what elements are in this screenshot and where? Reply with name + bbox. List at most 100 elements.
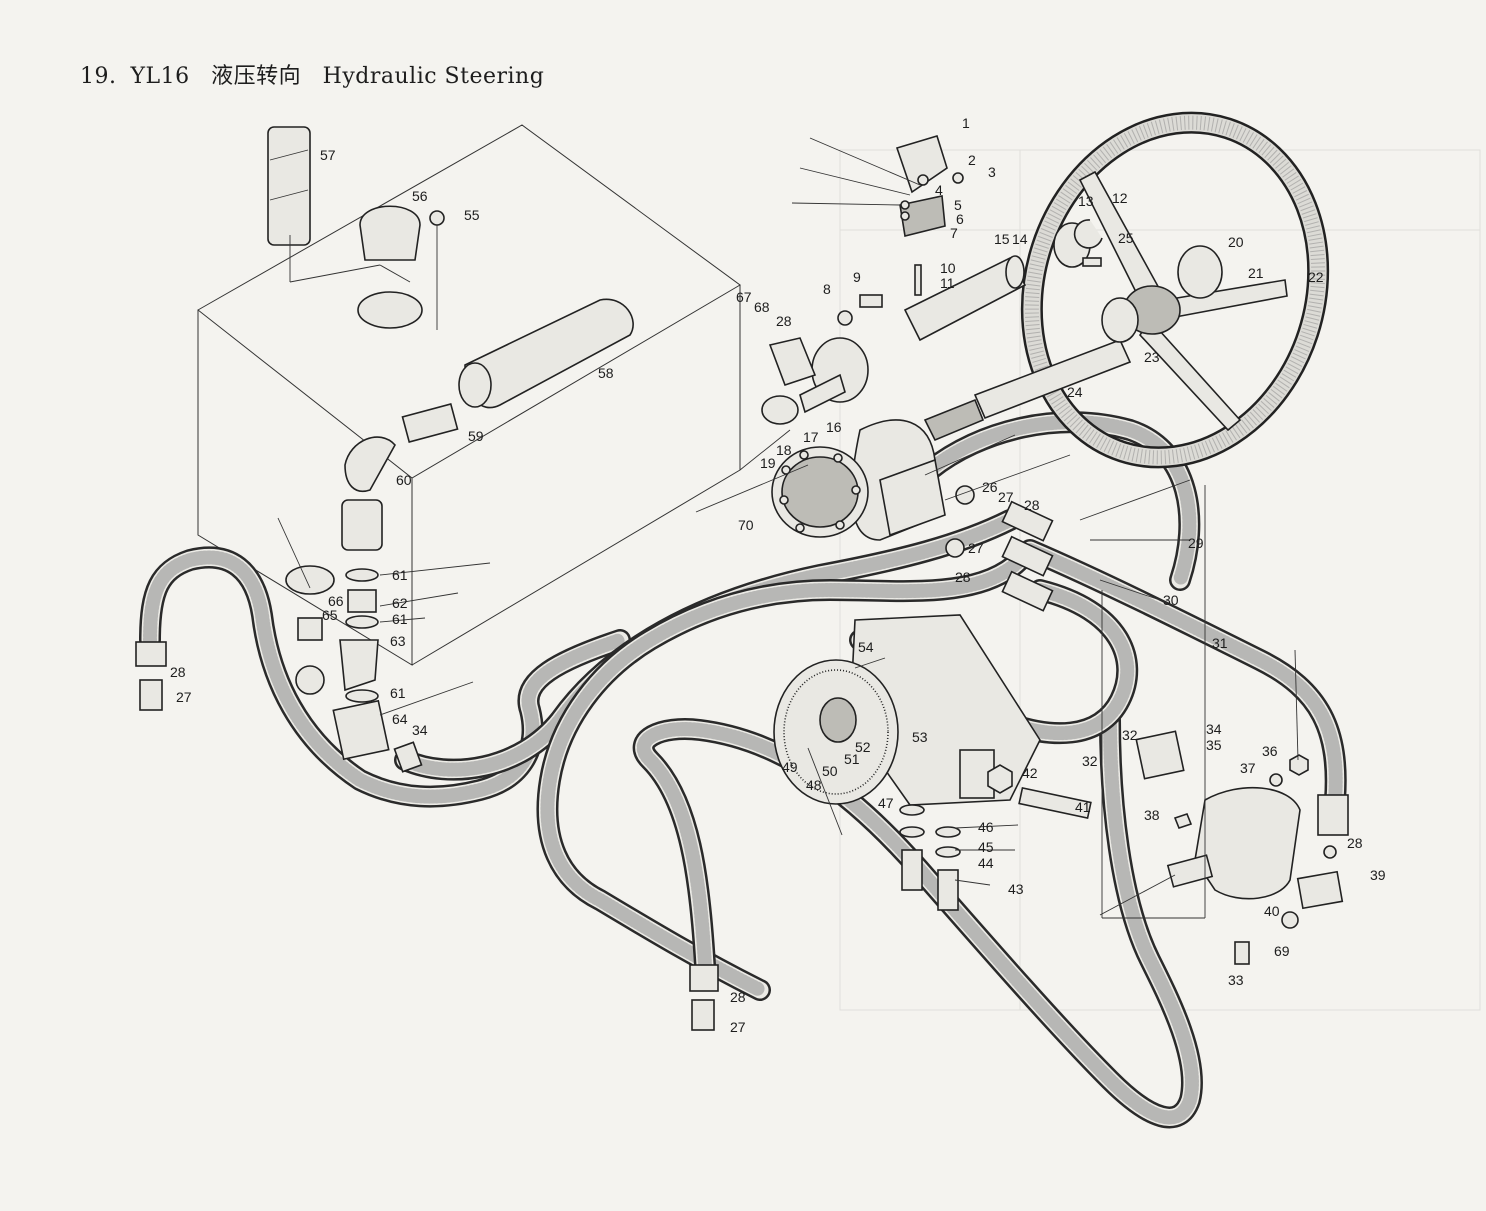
callout-28b: 28 <box>955 569 971 585</box>
callout-28a: 28 <box>1024 497 1040 513</box>
callout-36: 36 <box>1262 743 1278 759</box>
steering-gear-unit <box>761 337 946 541</box>
callout-48: 48 <box>806 777 822 793</box>
callout-63: 63 <box>390 633 406 649</box>
callout-61c: 61 <box>390 685 406 701</box>
callout-57: 57 <box>320 147 336 163</box>
callout-50: 50 <box>822 763 838 779</box>
leader-lines <box>277 137 1299 919</box>
callout-62: 62 <box>392 595 408 611</box>
hose-end-fittings <box>135 641 1349 1031</box>
callout-52: 52 <box>855 739 871 755</box>
callout-11: 11 <box>940 275 955 291</box>
steering-column <box>903 219 1139 442</box>
callout-18: 18 <box>776 442 792 458</box>
callout-13: 13 <box>1078 193 1094 209</box>
callout-39: 39 <box>1370 867 1386 883</box>
callout-32b: 32 <box>1082 753 1098 769</box>
pump-assembly <box>773 614 1092 911</box>
callout-54: 54 <box>858 639 874 655</box>
callout-12: 12 <box>1112 190 1128 206</box>
callout-7: 7 <box>950 225 958 241</box>
callout-28e: 28 <box>730 989 746 1005</box>
callout-43: 43 <box>1008 881 1024 897</box>
callout-58: 58 <box>598 365 614 381</box>
callout-37: 37 <box>1240 760 1256 776</box>
tank-accessories <box>267 126 634 595</box>
callout-16: 16 <box>826 419 842 435</box>
callout-27d: 27 <box>730 1019 746 1035</box>
callout-6: 6 <box>956 211 964 227</box>
callout-8: 8 <box>823 281 831 297</box>
callout-70: 70 <box>738 517 754 533</box>
callout-61b: 61 <box>392 611 408 627</box>
callout-19: 19 <box>760 455 776 471</box>
callout-61a: 61 <box>392 567 408 583</box>
callout-29: 29 <box>1188 535 1204 551</box>
figure-title-cn: 液压转向 <box>211 64 302 89</box>
callout-64: 64 <box>392 711 408 727</box>
callout-46: 46 <box>978 819 994 835</box>
callout-34a: 34 <box>412 722 428 738</box>
figure-index: 19. <box>80 64 117 89</box>
callout-30: 30 <box>1163 592 1179 608</box>
callout-34b: 34 <box>1206 721 1222 737</box>
gear-pump <box>1135 730 1344 965</box>
callout-38: 38 <box>1144 807 1160 823</box>
callout-22: 22 <box>1308 269 1324 285</box>
callout-20: 20 <box>1228 234 1244 250</box>
callout-32a: 32 <box>1122 727 1138 743</box>
callout-2: 2 <box>968 152 976 168</box>
callout-21: 21 <box>1248 265 1264 281</box>
callout-41: 41 <box>1075 799 1091 815</box>
callout-10: 10 <box>940 260 956 276</box>
callout-26: 26 <box>982 479 998 495</box>
callout-28f: 28 <box>1347 835 1363 851</box>
callout-1: 1 <box>962 115 970 131</box>
callout-35: 35 <box>1206 737 1222 753</box>
callout-66: 66 <box>328 593 344 609</box>
figure-title-en: Hydraulic Steering <box>322 64 545 89</box>
fittings-26-28 <box>945 485 1054 612</box>
callout-68: 68 <box>754 299 770 315</box>
callout-31: 31 <box>1212 635 1228 651</box>
page-title: 19. YL16 液压转向 Hydraulic Steering <box>80 58 558 90</box>
tank-valve <box>295 568 390 761</box>
callout-69: 69 <box>1274 943 1290 959</box>
callout-65: 65 <box>322 607 338 623</box>
callout-49: 49 <box>782 759 798 775</box>
callout-27a: 27 <box>998 489 1014 505</box>
callout-27c: 27 <box>176 689 192 705</box>
callout-17: 17 <box>803 429 819 445</box>
callout-3: 3 <box>988 164 996 180</box>
callout-56: 56 <box>412 188 428 204</box>
callout-47: 47 <box>878 795 894 811</box>
callout-55: 55 <box>464 207 480 223</box>
callout-44: 44 <box>978 855 994 871</box>
callout-42: 42 <box>1022 765 1038 781</box>
callout-60: 60 <box>396 472 412 488</box>
callout-27b: 27 <box>968 540 984 556</box>
callout-67: 67 <box>736 289 752 305</box>
callout-5: 5 <box>954 197 962 213</box>
callout-9: 9 <box>853 269 861 285</box>
callout-45: 45 <box>978 839 994 855</box>
callout-53: 53 <box>912 729 928 745</box>
callout-51: 51 <box>844 751 860 767</box>
callout-33: 33 <box>1228 972 1244 988</box>
callout-28d: 28 <box>170 664 186 680</box>
steering-knob-fittings <box>837 135 964 326</box>
callout-15: 15 <box>994 231 1010 247</box>
callout-23: 23 <box>1144 349 1160 365</box>
hydraulic-hoses <box>139 411 1347 1129</box>
callout-59: 59 <box>468 428 484 444</box>
callout-labels: 1 2 3 4 5 6 7 8 9 10 11 12 13 14 15 16 1… <box>170 115 1386 1035</box>
steering-wheel <box>1020 111 1330 469</box>
callout-4: 4 <box>935 182 943 198</box>
figure-model: YL16 <box>130 64 190 89</box>
callout-14: 14 <box>1012 231 1028 247</box>
callout-40: 40 <box>1264 903 1280 919</box>
callout-24: 24 <box>1067 384 1083 400</box>
callout-25: 25 <box>1118 230 1134 246</box>
